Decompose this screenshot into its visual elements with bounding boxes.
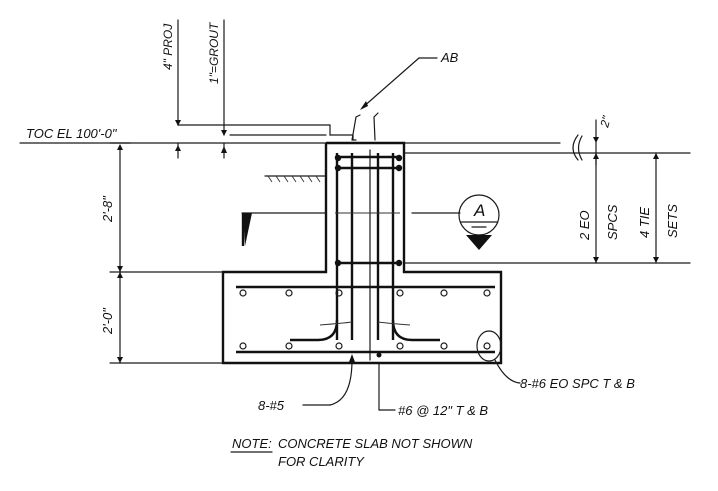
section-symbol-pointer [466, 235, 492, 250]
hook-mid-left [319, 321, 353, 326]
longitudinal-bars-leader [494, 359, 521, 384]
height-arrow-top [117, 144, 123, 150]
label-vertical-bars: 8-#5 [258, 398, 285, 413]
note-line-2: FOR CLARITY [278, 454, 365, 469]
label-equal-spaces-b: SPCS [605, 204, 620, 240]
tie-dot-3 [334, 164, 342, 172]
grout-arrow [221, 130, 227, 136]
hook-left [290, 319, 339, 342]
vertical-bars-arrow [349, 354, 355, 362]
tie-dot-4 [395, 164, 403, 172]
pedestal-footing-outline [221, 141, 503, 365]
anchor-bolt-leader [361, 57, 420, 109]
label-equal-spaces-a: 2 EO [577, 210, 592, 241]
label-transverse-bars: #6 @ 12" T & B [398, 403, 488, 418]
label-pedestal-height: 2'-8" [100, 195, 115, 223]
clear-arrow [593, 137, 599, 143]
four-tie-arrow-bottom [653, 257, 659, 263]
tie-dot-1 [334, 154, 342, 162]
two-eq-arrow-bottom [593, 257, 599, 263]
height-arrow-mid-down [117, 272, 123, 278]
footing-bottom-bars [239, 342, 491, 350]
label-anchor-bolt: AB [440, 50, 459, 65]
footing-top-bars [239, 289, 491, 297]
tie-dot-5 [334, 259, 342, 267]
tie-dot-2 [395, 154, 403, 162]
bar-callout-ellipse [476, 330, 502, 362]
label-grout: 1"=GROUT [207, 21, 221, 84]
label-top-clear: 2" [597, 114, 614, 130]
clear-arc-2 [577, 135, 583, 161]
hook-mid-right [377, 321, 411, 326]
hook-right [391, 319, 440, 342]
label-projection: 4" PROJ [161, 23, 175, 70]
anchor-bolt-arrowhead [360, 101, 368, 110]
note-heading: NOTE: [232, 436, 272, 451]
anchor-bolt-right [373, 112, 379, 141]
four-tie-arrow-top [653, 153, 659, 159]
section-flag [243, 213, 252, 246]
clear-arc [572, 134, 579, 161]
label-footing-depth: 2'-0" [100, 307, 115, 335]
label-toc: TOC EL 100'-0" [26, 126, 118, 141]
label-longitudinal-bars: 8-#6 EO SPC T & B [520, 376, 635, 391]
label-tie-sets-a: 4 TIE [637, 207, 652, 238]
ground-hatch [267, 175, 321, 183]
label-tie-sets-b: SETS [665, 204, 680, 238]
tie-dot-6 [395, 259, 403, 267]
height-arrow-bottom [117, 357, 123, 363]
transverse-bars-dot [376, 352, 382, 358]
label-section-mark: A [473, 201, 485, 220]
height-arrow-mid-up [117, 266, 123, 272]
vertical-bars-curve [329, 359, 353, 406]
proj-arrow [175, 120, 181, 126]
note-line-1: CONCRETE SLAB NOT SHOWN [278, 436, 473, 451]
anchor-bolt-left [351, 114, 361, 141]
